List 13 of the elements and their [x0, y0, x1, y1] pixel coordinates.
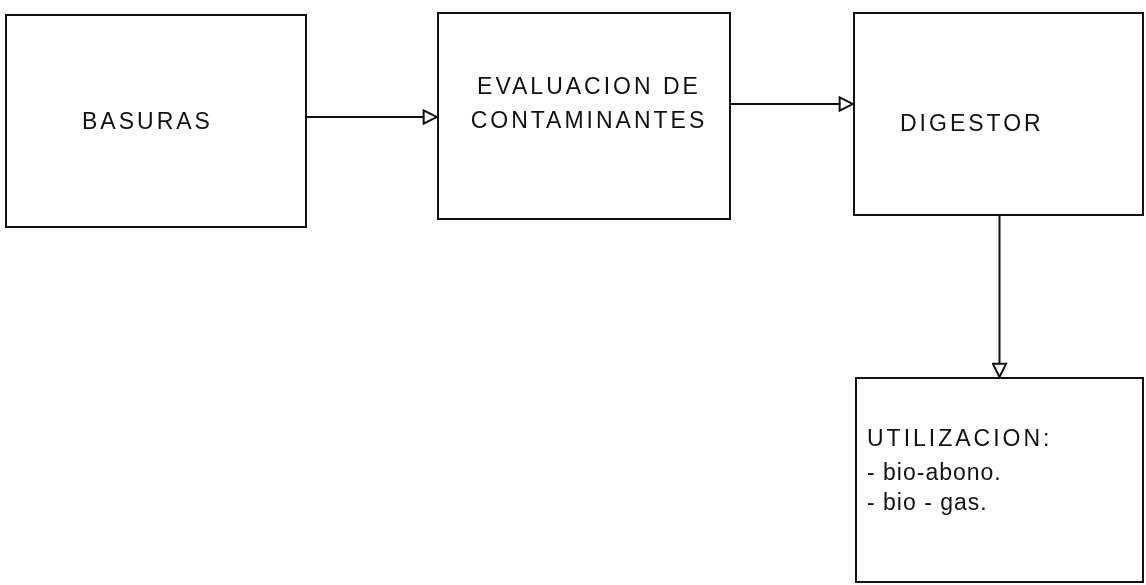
process-box: [855, 377, 1144, 583]
node-label: EVALUACION DE CONTAMINANTES: [469, 72, 709, 135]
arrow: [730, 96, 854, 112]
process-box: [5, 14, 307, 228]
arrow: [991, 215, 1008, 378]
node-heading: UTILIZACION:: [867, 424, 1054, 453]
arrow: [306, 109, 438, 125]
list-item: - bio - gas.: [867, 488, 989, 517]
process-box: [853, 12, 1144, 216]
list-item: - bio-abono.: [867, 458, 1003, 487]
node-label: BASURAS: [82, 107, 214, 136]
node-label: DIGESTOR: [900, 109, 1045, 138]
process-box: [437, 12, 731, 220]
